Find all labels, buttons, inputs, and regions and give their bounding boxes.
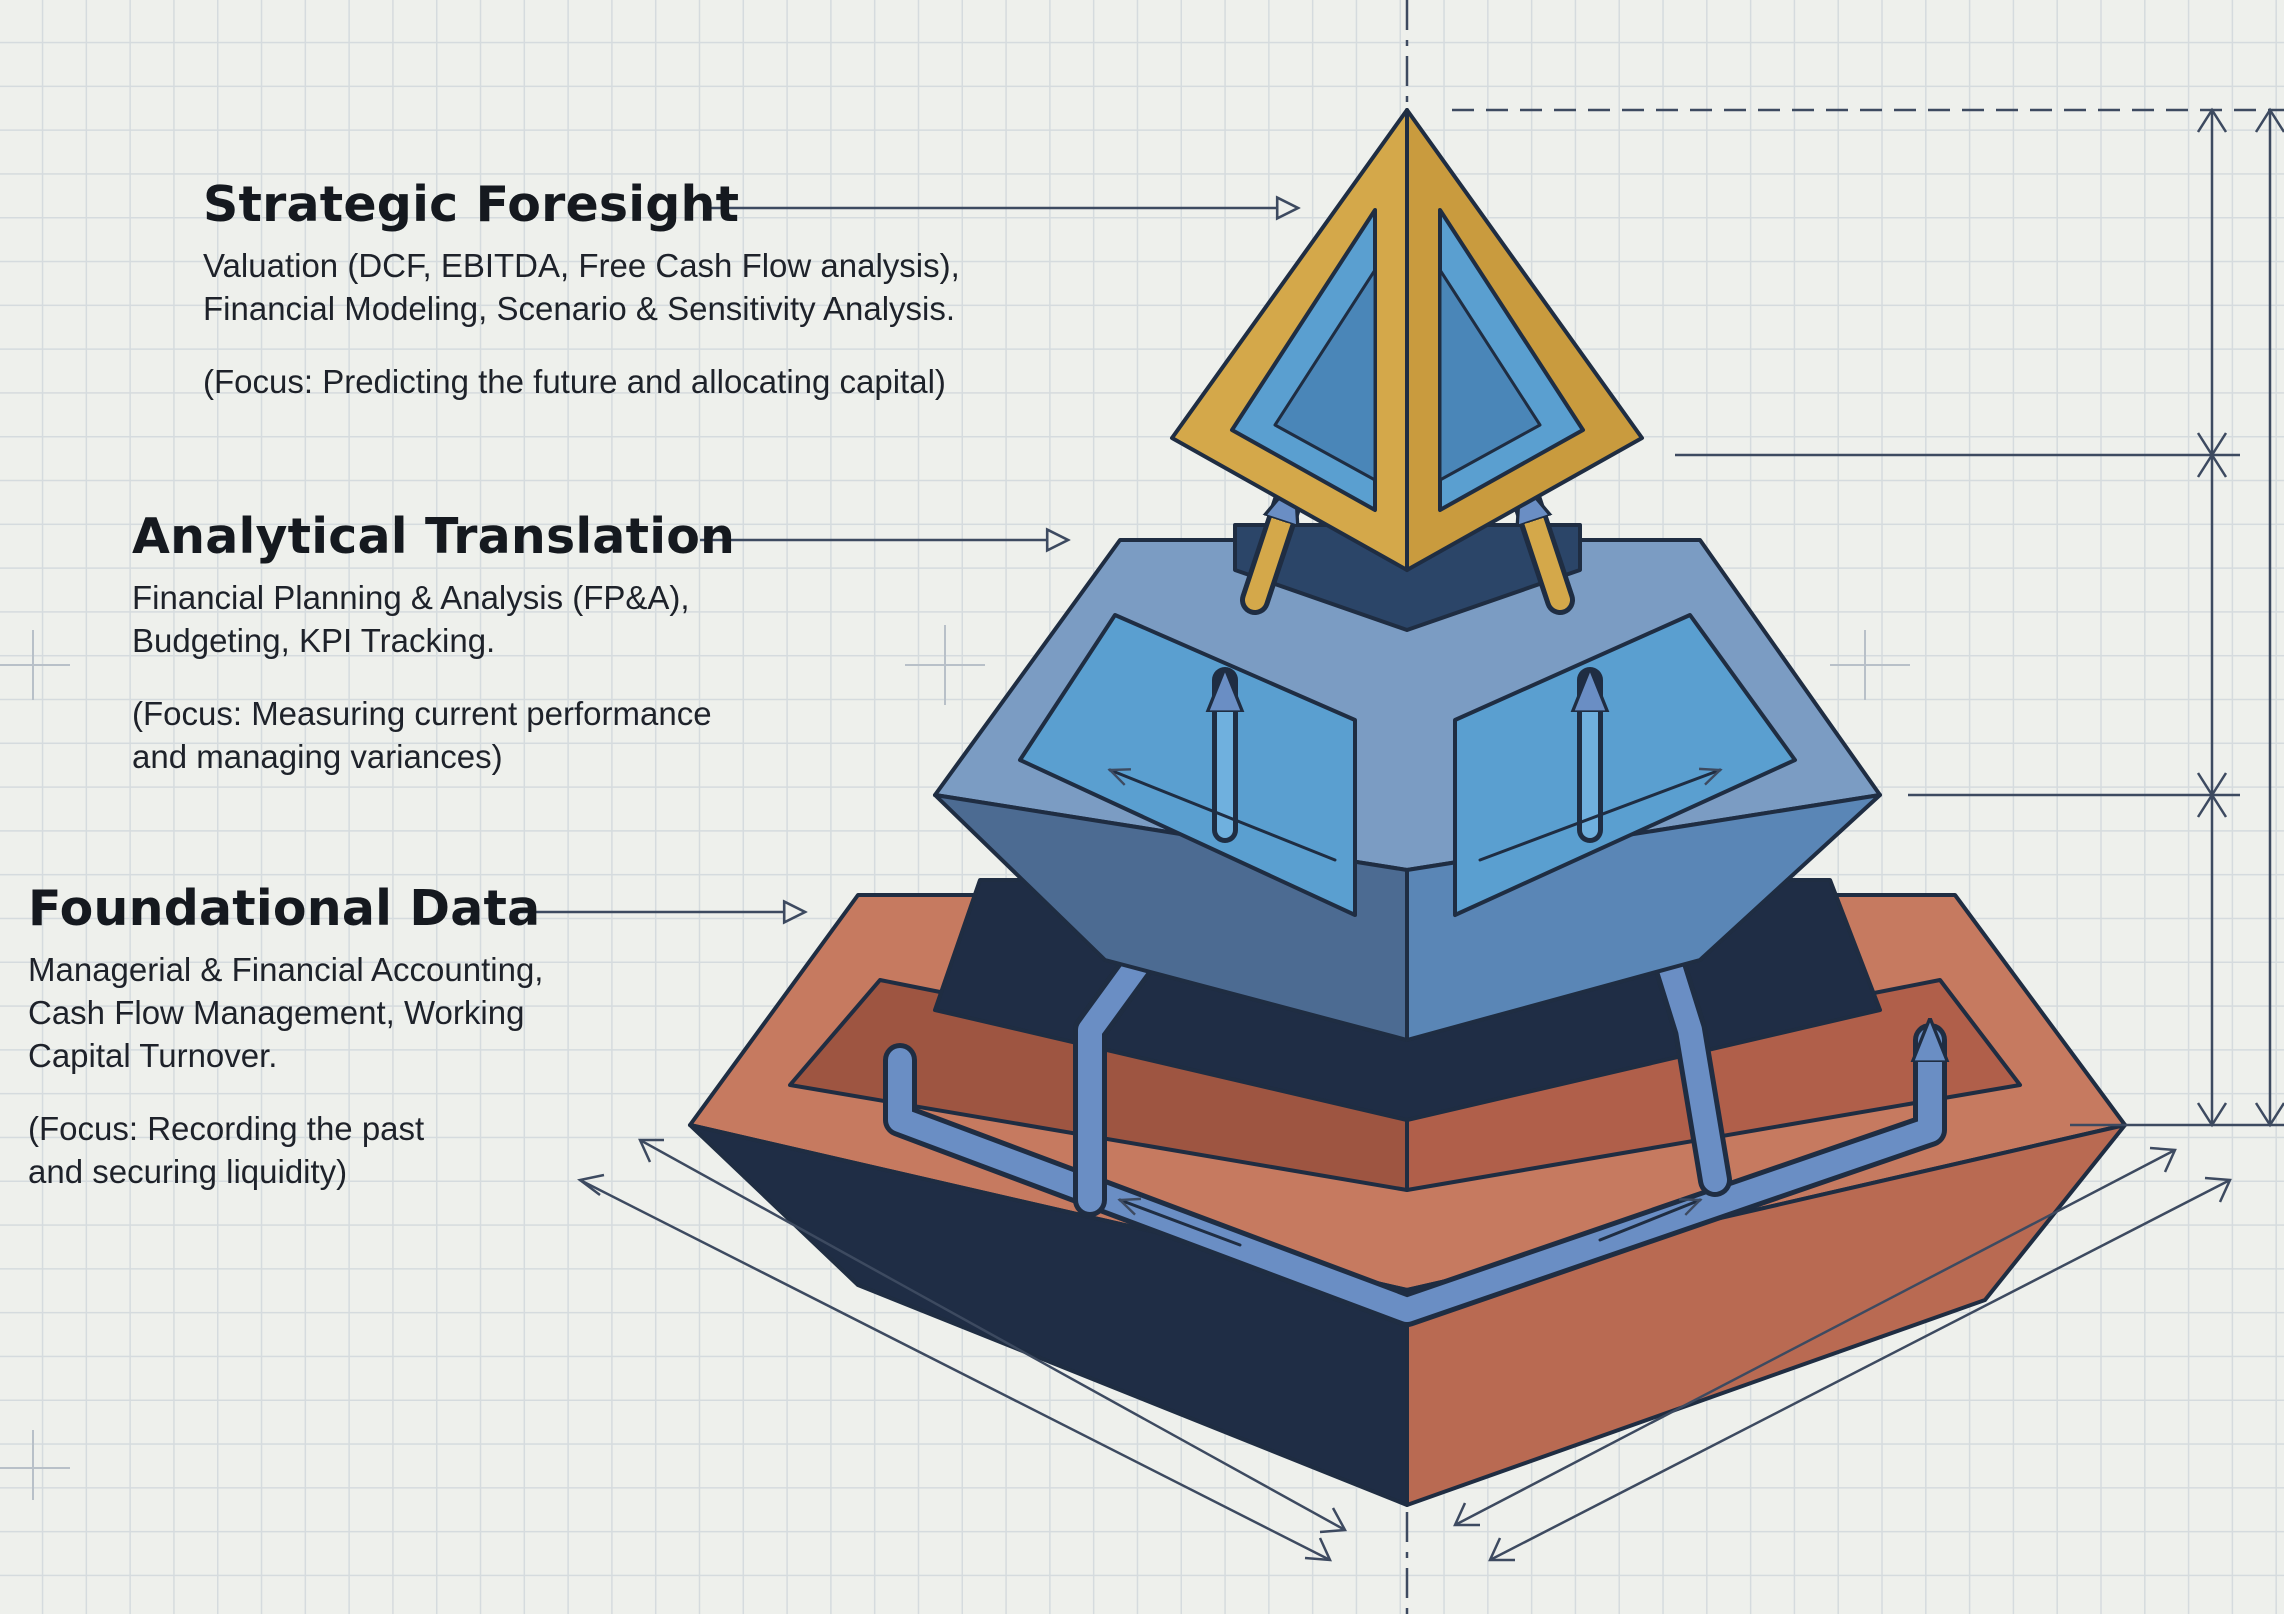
- analytical-title: Analytical Translation: [132, 508, 736, 565]
- strategic-detail-line-2: Financial Modeling, Scenario & Sensitivi…: [203, 289, 956, 327]
- tier-label-foundational: Foundational Data Managerial & Financial…: [28, 882, 728, 1193]
- foundational-title: Foundational Data: [28, 880, 541, 937]
- callout-arrows: [510, 208, 1298, 912]
- foundational-detail-line-1: Managerial & Financial Accounting,: [28, 950, 544, 988]
- foundational-detail-line-2: Cash Flow Management, Working: [28, 993, 525, 1031]
- strategic-title: Strategic Foresight: [203, 176, 740, 233]
- analytical-focus-line-1: (Focus: Measuring current performance: [132, 694, 712, 732]
- tier-analytical-block: [933, 523, 1882, 1042]
- tier-strategic-block: [1170, 108, 1644, 572]
- strategic-focus: (Focus: Predicting the future and alloca…: [203, 362, 946, 400]
- strategic-window-left-inner: [1273, 268, 1377, 482]
- analytical-detail-line-2: Budgeting, KPI Tracking.: [132, 621, 496, 659]
- strategic-detail-line-1: Valuation (DCF, EBITDA, Free Cash Flow a…: [203, 246, 960, 284]
- tier-label-analytical: Analytical Translation Financial Plannin…: [132, 510, 952, 778]
- flow-arrows-strategic: [1240, 495, 1575, 615]
- analytical-window-left: [1018, 613, 1357, 917]
- analytical-focus-line-2: and managing variances): [132, 737, 503, 775]
- flow-arrows-analytical: [1110, 667, 1720, 862]
- crosshair-marks: [0, 625, 1910, 1500]
- analytical-window-right: [1453, 613, 1797, 917]
- tier-label-strategic: Strategic Foresight Valuation (DCF, EBIT…: [203, 178, 1103, 403]
- foundational-focus-line-2: and securing liquidity): [28, 1152, 348, 1190]
- foundational-focus-line-1: (Focus: Recording the past: [28, 1109, 425, 1147]
- analytical-detail-line-1: Financial Planning & Analysis (FP&A),: [132, 578, 690, 616]
- dimension-lines: [1452, 107, 2284, 1128]
- strategic-window-right-inner: [1438, 268, 1542, 482]
- foundational-right-face: [1405, 1123, 2127, 1507]
- foundational-detail-line-3: Capital Turnover.: [28, 1036, 278, 1074]
- bottom-dimension-lines: [577, 1138, 2232, 1562]
